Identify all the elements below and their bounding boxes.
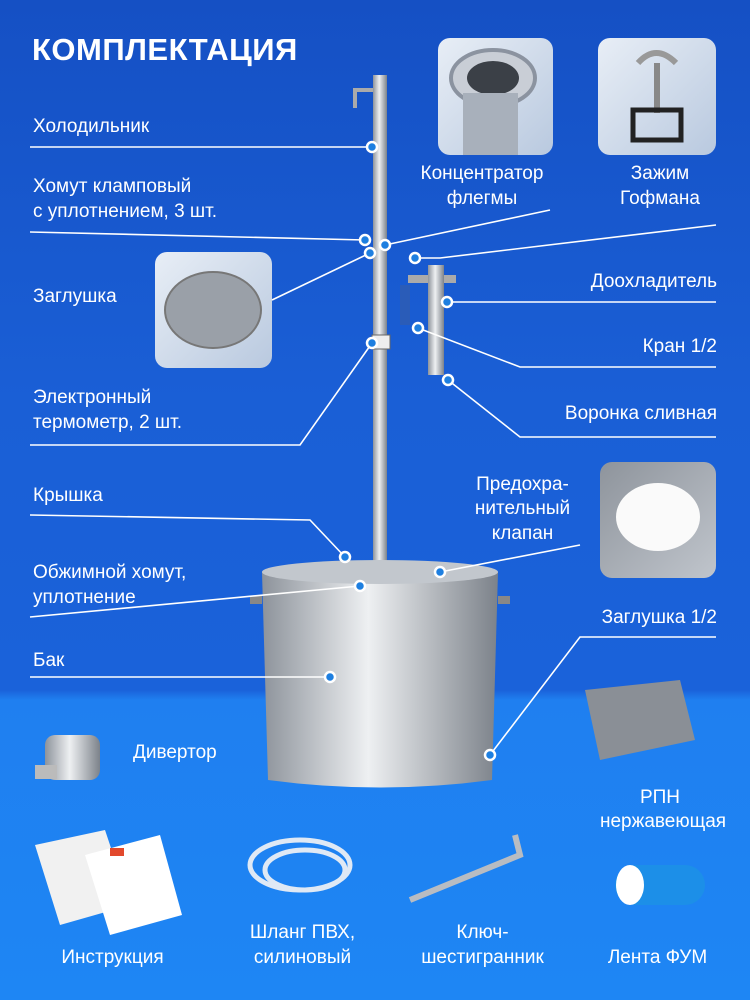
label-safety-valve-2: нительный <box>474 498 571 519</box>
label-safety-valve-3: клапан <box>491 523 554 544</box>
tank <box>262 572 498 788</box>
label-hose-2: силиновый <box>253 947 352 968</box>
label-cooler: Холодильник <box>33 116 150 137</box>
label-safety-valve: Предохра- <box>476 474 569 495</box>
hoffman-clamp-image <box>598 38 716 155</box>
label-hoffman: Зажим <box>630 163 690 184</box>
label-thermometer-2: термометр, 2 шт. <box>33 412 183 433</box>
label-hex-key: Ключ- <box>456 922 509 943</box>
label-clamp-2: с уплотнением, 3 шт. <box>33 201 218 222</box>
label-plug: Заглушка <box>33 286 117 307</box>
label-crimp: Обжимной хомут, <box>33 562 187 583</box>
label-funnel: Воронка сливная <box>564 403 717 424</box>
label-fum-tape: Лента ФУМ <box>607 947 708 968</box>
label-plug-half: Заглушка 1/2 <box>601 607 717 628</box>
fum-tape-image <box>615 865 705 905</box>
concentrator-image <box>438 38 553 155</box>
column <box>373 75 387 565</box>
manual-image <box>35 830 182 935</box>
label-crimp-2: уплотнение <box>33 587 136 608</box>
plug-image <box>155 252 272 368</box>
label-hoffman-2: Гофмана <box>620 188 700 209</box>
valve <box>400 285 410 325</box>
label-clamp: Хомут кламповый <box>33 176 192 197</box>
diverter-image <box>35 735 100 780</box>
label-diverter: Дивертор <box>133 742 217 763</box>
aftercooler <box>428 265 444 375</box>
label-concentrator: Концентратор <box>420 163 544 184</box>
label-concentrator-2: флегмы <box>446 188 518 209</box>
label-lid: Крышка <box>33 485 103 506</box>
rpn-image <box>585 680 695 760</box>
label-aftercooler: Доохладитель <box>590 271 717 292</box>
label-valve: Кран 1/2 <box>642 336 717 357</box>
label-hex-key-2: шестигранник <box>421 947 544 968</box>
label-thermometer: Электронный <box>33 387 152 408</box>
label-hose: Шланг ПВХ, <box>249 922 356 943</box>
page-title: КОМПЛЕКТАЦИЯ <box>32 32 298 67</box>
label-rpn: РПН <box>639 787 681 808</box>
label-tank: Бак <box>33 650 65 671</box>
label-manual: Инструкция <box>61 947 164 968</box>
hose-image <box>247 837 353 893</box>
safety-valve-image <box>600 462 716 578</box>
label-rpn-2: нержавеющая <box>600 811 727 832</box>
hex-key-image <box>408 834 524 903</box>
